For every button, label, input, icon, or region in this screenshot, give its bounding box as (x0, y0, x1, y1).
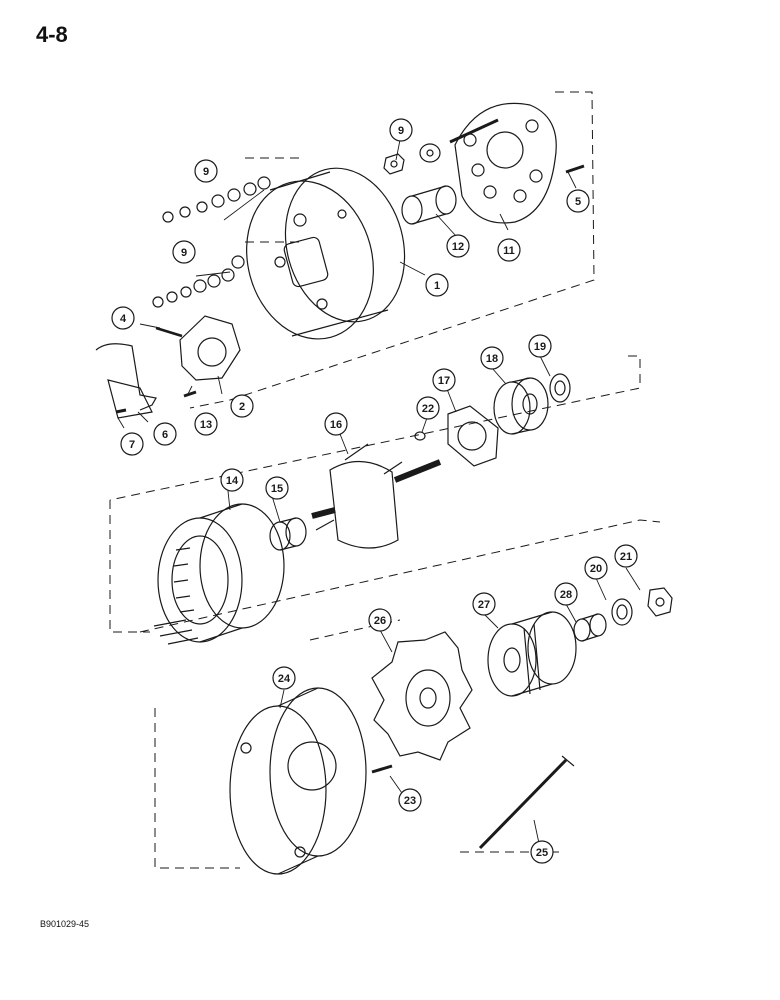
leader-lines (117, 139, 641, 849)
svg-text:25: 25 (536, 847, 548, 859)
voltage-regulator (95, 315, 241, 419)
callout-13: 13 (194, 412, 218, 436)
callout-9-mid: 9 (172, 240, 196, 264)
ball-bearing (493, 377, 549, 435)
svg-text:24: 24 (278, 673, 291, 685)
small-bearing (269, 517, 307, 551)
dashed-guide-lines (109, 91, 661, 869)
nut-21 (647, 587, 673, 617)
svg-text:22: 22 (422, 403, 434, 415)
svg-text:1: 1 (434, 280, 440, 292)
callout-9-top: 9 (194, 159, 218, 183)
svg-text:15: 15 (271, 483, 283, 495)
callout-20: 20 (584, 556, 608, 580)
slip-ring-end-housing (246, 167, 406, 340)
rotor (311, 443, 442, 549)
svg-text:27: 27 (478, 599, 490, 611)
callout-12: 12 (446, 234, 470, 258)
svg-text:5: 5 (575, 196, 581, 208)
svg-text:17: 17 (438, 375, 450, 387)
rectifier-plate (449, 102, 557, 224)
callout-28: 28 (554, 582, 578, 606)
washer-set-lower (152, 255, 245, 308)
screw-23 (371, 764, 393, 774)
screw-5 (565, 164, 585, 174)
svg-text:12: 12 (452, 241, 464, 253)
callout-11: 11 (497, 238, 521, 262)
svg-text:11: 11 (503, 245, 515, 257)
svg-text:9: 9 (398, 125, 404, 137)
callout-18: 18 (480, 346, 504, 370)
lock-washer-20 (611, 598, 633, 626)
callout-16: 16 (324, 412, 348, 436)
cooling-fan (371, 631, 473, 761)
svg-text:21: 21 (620, 551, 632, 563)
svg-text:13: 13 (200, 419, 212, 431)
callout-9-right: 9 (389, 118, 413, 142)
svg-text:14: 14 (226, 475, 239, 487)
callout-17: 17 (432, 368, 456, 392)
callout-26: 26 (368, 608, 392, 632)
page-number: 4-8 (36, 22, 68, 47)
callout-27: 27 (472, 592, 496, 616)
svg-text:18: 18 (486, 353, 498, 365)
washer-set-upper (162, 176, 271, 223)
svg-text:20: 20 (590, 563, 602, 575)
pulley (487, 611, 577, 697)
svg-text:2: 2 (239, 401, 245, 413)
sleeve-bushing (401, 185, 457, 225)
callout-14: 14 (220, 468, 244, 492)
drive-end-housing (229, 687, 367, 875)
callout-2: 2 (230, 394, 254, 418)
callouts: 9 9 9 1 5 11 12 4 2 13 6 7 14 15 16 22 1… (111, 118, 638, 864)
spacer-28 (573, 613, 607, 642)
callout-6: 6 (153, 422, 177, 446)
svg-text:26: 26 (374, 615, 386, 627)
svg-text:9: 9 (181, 247, 187, 259)
callout-5: 5 (566, 189, 590, 213)
callout-19: 19 (528, 334, 552, 358)
key-22 (414, 431, 426, 441)
svg-text:9: 9 (203, 166, 209, 178)
stator (153, 503, 285, 645)
callout-22: 22 (416, 396, 440, 420)
callout-25: 25 (530, 840, 554, 864)
svg-text:4: 4 (120, 313, 127, 325)
svg-text:7: 7 (129, 439, 135, 451)
callout-23: 23 (398, 788, 422, 812)
drawing-code: B901029-45 (40, 919, 90, 929)
callout-21: 21 (614, 544, 638, 568)
callout-24: 24 (272, 666, 296, 690)
svg-text:6: 6 (162, 429, 168, 441)
seal-19 (549, 373, 571, 403)
callout-7: 7 (120, 432, 144, 456)
callout-15: 15 (265, 476, 289, 500)
callout-1: 1 (425, 273, 449, 297)
svg-text:19: 19 (534, 341, 546, 353)
svg-text:23: 23 (404, 795, 416, 807)
nuts-top (383, 143, 441, 175)
bearing-retainer (447, 405, 499, 467)
callout-4: 4 (111, 306, 135, 330)
svg-text:28: 28 (560, 589, 572, 601)
through-bolt (478, 755, 575, 850)
svg-text:16: 16 (330, 419, 342, 431)
